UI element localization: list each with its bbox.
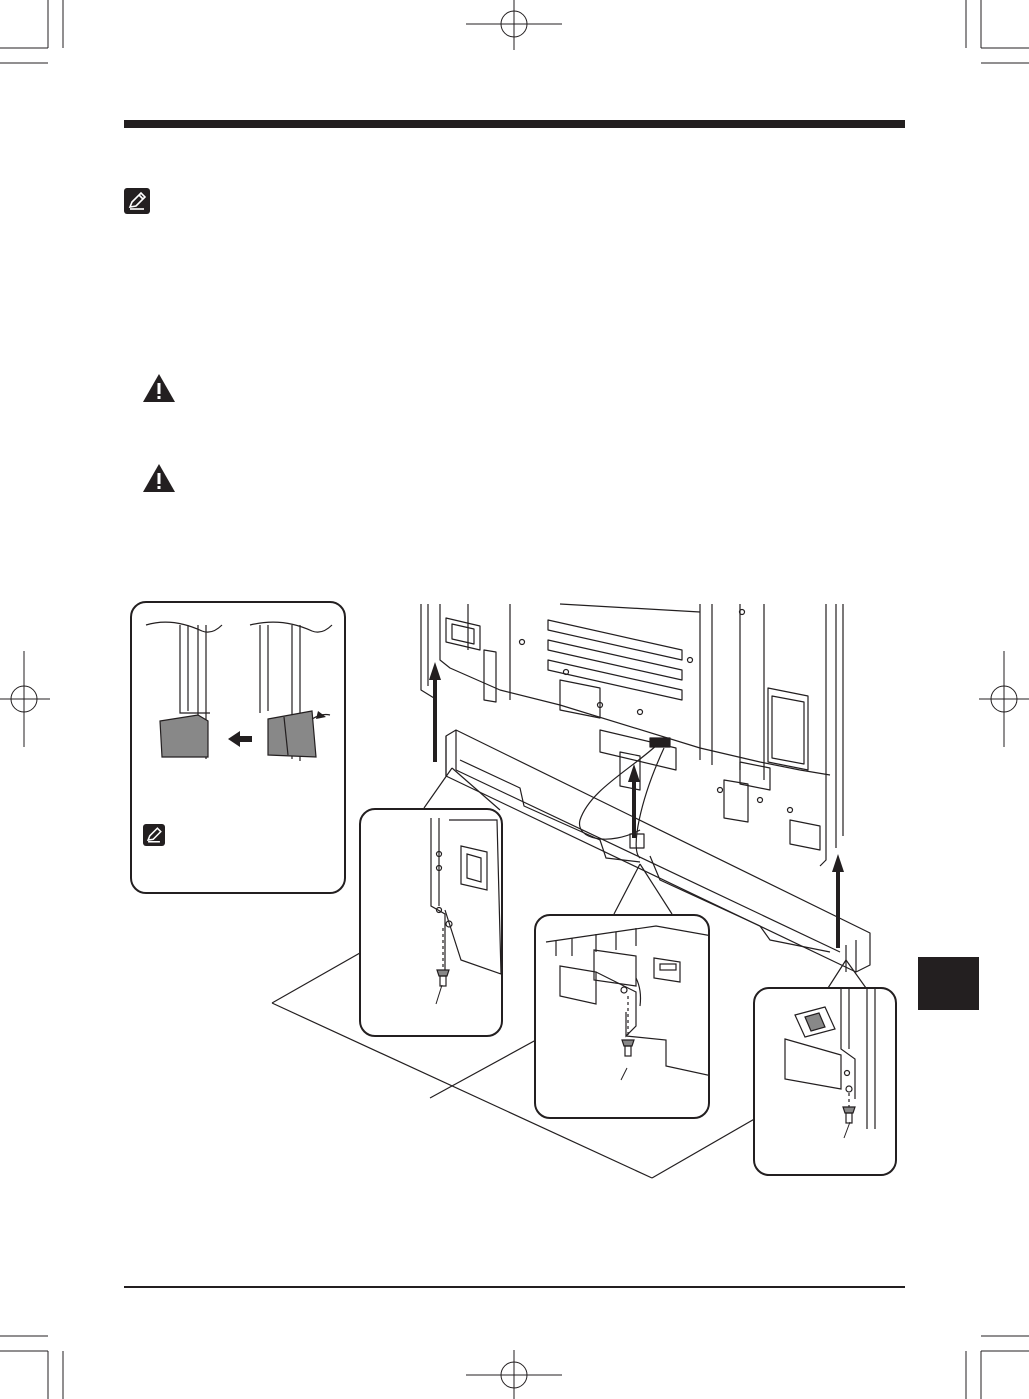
pencil-note-icon — [143, 824, 165, 846]
detail-left-bracket — [359, 808, 503, 1037]
header-rule — [124, 120, 905, 128]
chapter-tab — [918, 957, 979, 1010]
warning-triangle-icon — [143, 464, 175, 492]
warning-triangle-icon — [143, 374, 175, 402]
detail-tab-removal — [130, 601, 346, 894]
footer-rule — [124, 1286, 905, 1288]
pencil-note-icon — [124, 188, 150, 214]
detail-right-bracket — [753, 987, 897, 1176]
detail-center-cable — [534, 914, 710, 1119]
